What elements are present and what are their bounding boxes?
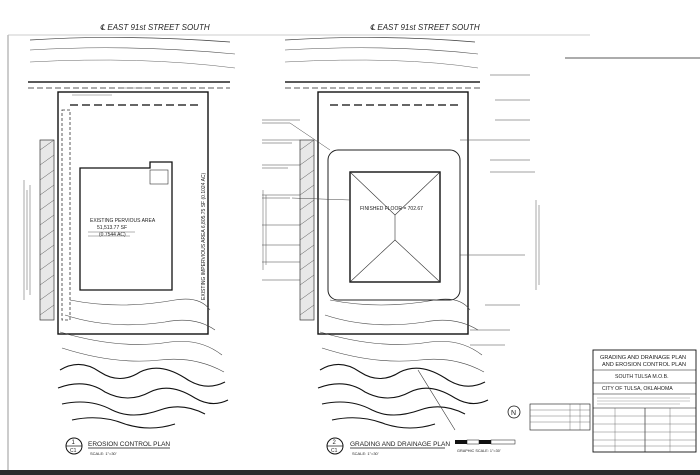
street-label-left: ℄ EAST 91st STREET SOUTH [100, 23, 210, 32]
area-label-2: 51,513.77 SF [97, 225, 127, 231]
erosion-control-plan: ℄ EAST 91st STREET SOUTH EXISTING PERVIO… [23, 23, 236, 456]
north-arrow: N [507, 405, 521, 419]
title-block-line1: GRADING AND DRAINAGE PLAN [600, 355, 686, 361]
title-block-project: SOUTH TULSA M.O.B. [615, 374, 669, 380]
rock-outcrop-left [57, 363, 229, 429]
adjacent-hatch-right [299, 139, 315, 316]
title-sheet-right: C1 [331, 448, 338, 454]
paving-outline-right [327, 149, 461, 301]
title-block-line2: AND EROSION CONTROL PLAN [602, 362, 686, 368]
area-label-3: (0.7544 AC) [99, 232, 126, 238]
graphic-scale-bar [455, 439, 516, 445]
side-notes-right [262, 190, 540, 290]
street-contour-left-3 [29, 59, 236, 69]
street-contour-right-1 [284, 37, 476, 43]
street-contour-left-2 [29, 47, 236, 55]
side-note-left [23, 180, 31, 300]
swale-right [417, 369, 456, 431]
adjacent-strip-left [39, 139, 55, 321]
existing-building-left [79, 161, 173, 291]
new-building-right [349, 171, 441, 283]
adjacent-hatch-left [39, 139, 55, 316]
revision-table [529, 403, 591, 431]
building-detail-left [149, 169, 169, 185]
title-number-right: 2 [333, 440, 337, 446]
silt-fence-left [61, 109, 71, 321]
roof-ridges-right [349, 171, 441, 283]
callouts-right-side [460, 74, 535, 346]
note-lines-left [72, 87, 150, 237]
title-block-fine-lines [597, 397, 690, 405]
impervious-label: EXISTING IMPERVIOUS AREA 6,805.75 SF (0.… [201, 172, 207, 300]
street-contour-left-1 [29, 37, 231, 43]
street-contour-right-3 [284, 59, 479, 69]
title-left: EROSION CONTROL PLAN [88, 441, 170, 448]
title-sheet-left: C1 [70, 448, 77, 454]
property-boundary-right [317, 91, 469, 335]
title-number-left: 1 [72, 440, 76, 446]
grading-drainage-plan: ℄ EAST 91st STREET SOUTH FINISHED FLOOR … [262, 23, 540, 456]
adjacent-strip-right [299, 139, 315, 321]
contours-left [59, 298, 225, 373]
street-contour-right-2 [284, 47, 479, 55]
contours-right [319, 298, 485, 373]
callouts-left-side [262, 119, 351, 281]
title-block: GRADING AND DRAINAGE PLAN AND EROSION CO… [529, 349, 697, 453]
scale-right: SCALE: 1"=30' [352, 451, 379, 456]
title-block-city: CITY OF TULSA, OKLAHOMA [602, 386, 673, 392]
title-right: GRADING AND DRAINAGE PLAN [350, 441, 450, 448]
graphic-scale-label: GRAPHIC SCALE: 1"=30' [457, 449, 501, 453]
scale-left: SCALE: 1"=30' [90, 451, 117, 456]
title-block-grid [593, 408, 696, 452]
revision-grid [530, 404, 590, 430]
property-boundary-left [57, 91, 209, 335]
street-label-right: ℄ EAST 91st STREET SOUTH [370, 23, 480, 32]
rock-outcrop-right [317, 363, 489, 429]
floor-label: FINISHED FLOOR = 702.67 [360, 206, 423, 212]
north-arrow-letter: N [511, 410, 516, 417]
area-label-1: EXISTING PERVIOUS AREA [90, 218, 156, 224]
